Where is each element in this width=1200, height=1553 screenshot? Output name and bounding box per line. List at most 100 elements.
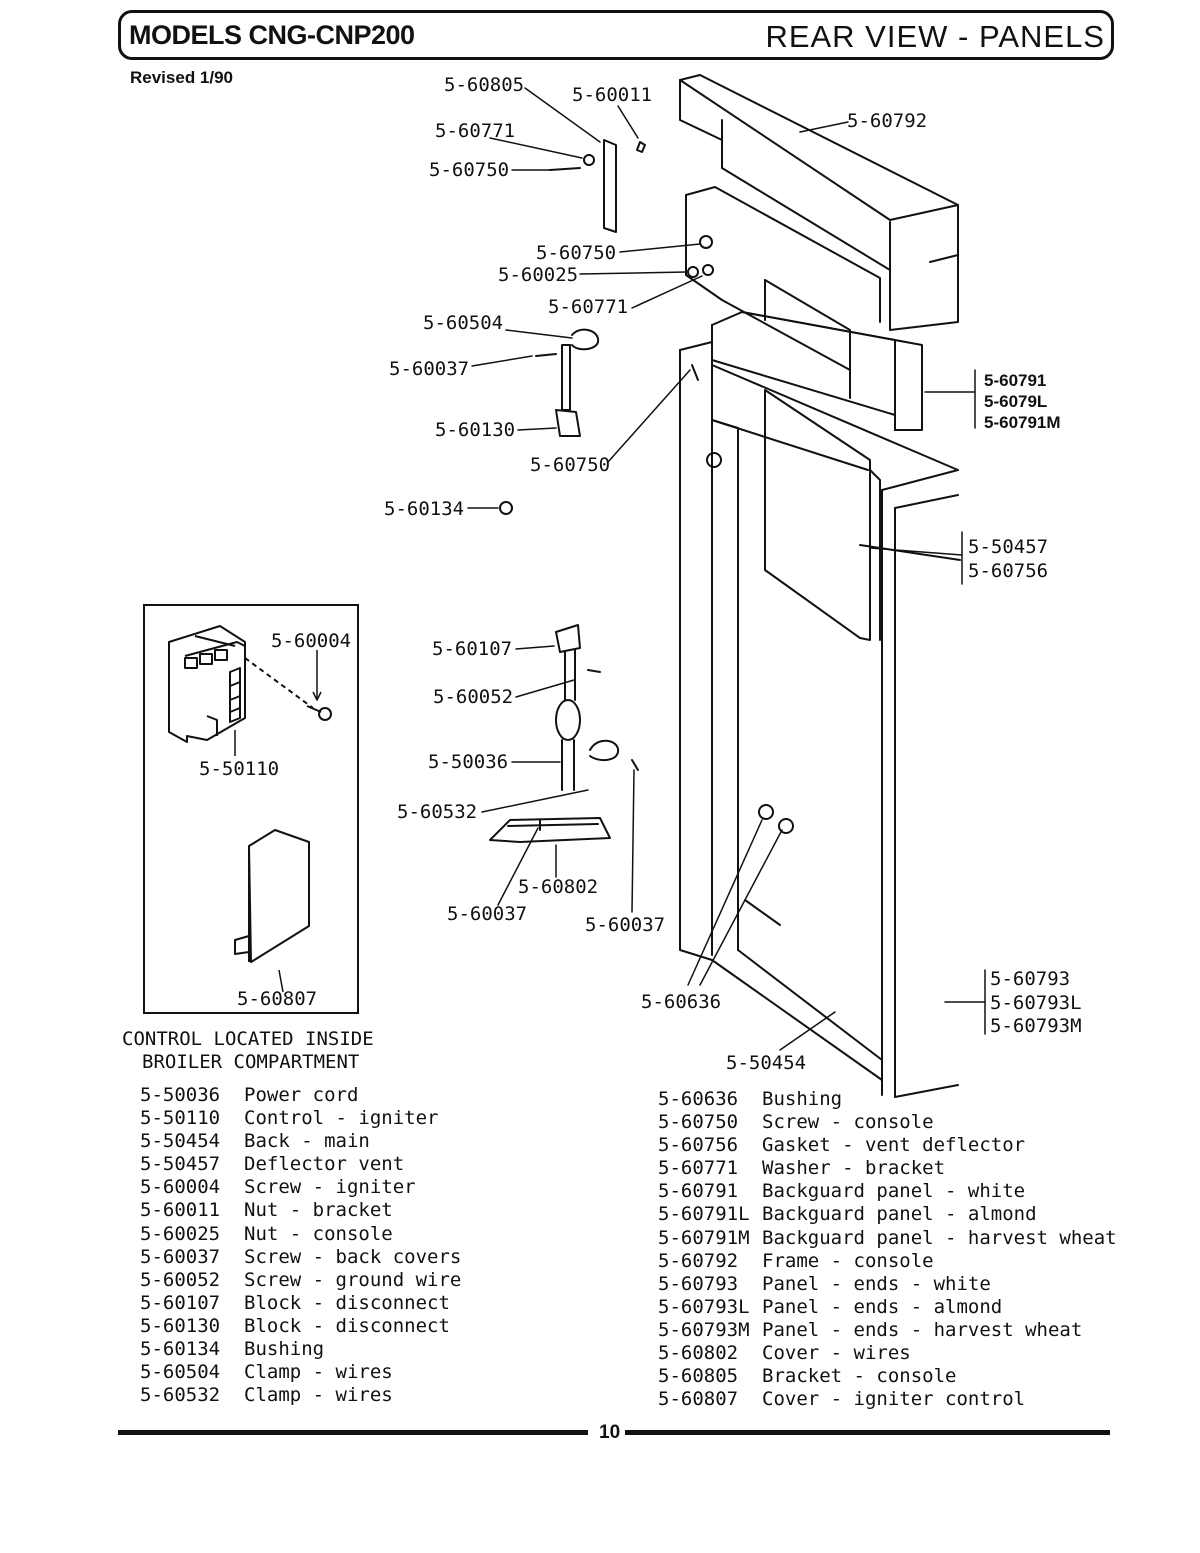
callout-5-60025: 5-60025 bbox=[498, 264, 579, 286]
part-number: 5-50036 bbox=[140, 1084, 221, 1106]
bushing-parts bbox=[758, 804, 794, 834]
callout-5-60532: 5-60532 bbox=[397, 801, 478, 823]
part-number: 5-60636 bbox=[658, 1088, 739, 1110]
part-number: 5-50110 bbox=[140, 1107, 221, 1130]
part-number: 5-60004 bbox=[140, 1176, 221, 1199]
parts-row: 5-60792 Frame - console bbox=[658, 1250, 1117, 1273]
part-number: 5-50457 bbox=[140, 1153, 221, 1176]
callout-5-60011: 5-60011 bbox=[572, 84, 653, 106]
block-disconnect-part bbox=[499, 328, 600, 515]
part-description: Screw - igniter bbox=[244, 1176, 416, 1199]
callout-5-60807: 5-60807 bbox=[237, 988, 318, 1010]
part-number: 5-60134 bbox=[140, 1338, 221, 1361]
parts-row: 5-60791 Backguard panel - white bbox=[658, 1180, 1117, 1203]
part-description: Backguard panel - harvest wheat bbox=[762, 1226, 1117, 1249]
part-number: 5-60791L bbox=[658, 1203, 750, 1226]
control-location-note: CONTROL LOCATED INSIDE BROILER COMPARTME… bbox=[122, 1028, 374, 1074]
igniter-control-part bbox=[168, 625, 332, 756]
part-number: 5-60504 bbox=[140, 1361, 221, 1384]
parts-row: 5-60771 Washer - bracket bbox=[658, 1157, 1117, 1180]
part-description: Block - disconnect bbox=[244, 1314, 450, 1337]
part-number: 5-60793M bbox=[658, 1318, 750, 1341]
part-description: Nut - bracket bbox=[244, 1199, 393, 1222]
part-description: Back - main bbox=[244, 1130, 370, 1153]
callout-5-50036: 5-50036 bbox=[428, 751, 509, 773]
callout-5-60793m: 5-60793M bbox=[990, 1015, 1082, 1037]
callout-5-60037: 5-60037 bbox=[585, 914, 666, 936]
part-number: 5-50454 bbox=[140, 1130, 221, 1153]
part-number: 5-60791 bbox=[658, 1180, 739, 1203]
part-number: 5-60532 bbox=[140, 1384, 221, 1407]
callout-5-60750: 5-60750 bbox=[536, 242, 617, 264]
callout-5-60805: 5-60805 bbox=[444, 74, 525, 96]
parts-row: 5-60134 Bushing bbox=[140, 1338, 461, 1361]
part-description: Deflector vent bbox=[244, 1153, 405, 1176]
part-description: Bracket - console bbox=[762, 1365, 957, 1388]
callout-5-60771: 5-60771 bbox=[548, 296, 629, 318]
part-description: Clamp - wires bbox=[244, 1361, 393, 1384]
part-description: Control - igniter bbox=[244, 1107, 439, 1130]
view-title: REAR VIEW - PANELS bbox=[765, 19, 1105, 54]
power-cord-part bbox=[489, 624, 639, 843]
part-description: Cover - igniter control bbox=[762, 1388, 1026, 1411]
callout-5-60750: 5-60750 bbox=[429, 159, 510, 181]
main-back-part bbox=[679, 341, 959, 1098]
part-description: Panel - ends - white bbox=[762, 1272, 991, 1295]
part-description: Clamp - wires bbox=[244, 1384, 393, 1407]
part-number: 5-60793L bbox=[658, 1295, 750, 1318]
part-number: 5-60771 bbox=[658, 1157, 739, 1180]
callout-5-60802: 5-60802 bbox=[518, 876, 599, 898]
parts-row: 5-60532 Clamp - wires bbox=[140, 1384, 461, 1407]
part-number: 5-60805 bbox=[658, 1365, 739, 1388]
parts-row: 5-60504 Clamp - wires bbox=[140, 1361, 461, 1384]
leader-lines bbox=[467, 87, 986, 1051]
part-description: Bushing bbox=[244, 1338, 325, 1361]
parts-row: 5-60011 Nut - bracket bbox=[140, 1199, 461, 1222]
part-number: 5-60011 bbox=[140, 1199, 221, 1222]
callout-5-50454: 5-50454 bbox=[726, 1052, 807, 1074]
part-description: Gasket - vent deflector bbox=[762, 1134, 1026, 1157]
igniter-cover-part bbox=[234, 829, 310, 993]
parts-row: 5-60805 Bracket - console bbox=[658, 1365, 1117, 1388]
page-number: 10 bbox=[599, 1422, 621, 1443]
part-number: 5-60037 bbox=[140, 1245, 221, 1268]
parts-row: 5-50036 Power cord bbox=[140, 1084, 461, 1107]
callout-5-60771: 5-60771 bbox=[435, 120, 516, 142]
callout-5-50110: 5-50110 bbox=[199, 758, 280, 780]
part-number: 5-60025 bbox=[140, 1222, 221, 1245]
part-number: 5-60791M bbox=[658, 1226, 750, 1249]
part-description: Backguard panel - white bbox=[762, 1180, 1026, 1203]
part-description: Cover - wires bbox=[762, 1342, 911, 1365]
part-description: Power cord bbox=[244, 1084, 359, 1106]
part-number: 5-60756 bbox=[658, 1134, 739, 1157]
part-description: Screw - ground wire bbox=[244, 1268, 462, 1291]
parts-row: 5-60791M Backguard panel - harvest wheat bbox=[658, 1227, 1117, 1250]
callout-5-60793l: 5-60793L bbox=[990, 992, 1082, 1014]
part-number: 5-60750 bbox=[658, 1111, 739, 1134]
part-description: Washer - bracket bbox=[762, 1157, 946, 1180]
callout-5-60791m: 5-60791M bbox=[984, 413, 1061, 432]
revised-date: Revised 1/90 bbox=[130, 68, 234, 87]
part-number: 5-60792 bbox=[658, 1249, 739, 1272]
callout-5-60130: 5-60130 bbox=[435, 419, 516, 441]
note-line-1: CONTROL LOCATED INSIDE bbox=[122, 1028, 374, 1050]
callout-5-60107: 5-60107 bbox=[432, 638, 513, 660]
part-description: Frame - console bbox=[762, 1249, 934, 1272]
igniter-control-inset: 5-60004 5-50110 5-60807 bbox=[143, 604, 359, 1014]
callout-5-60636: 5-60636 bbox=[641, 991, 722, 1013]
callout-5-60037: 5-60037 bbox=[389, 358, 470, 380]
parts-row: 5-50110 Control - igniter bbox=[140, 1107, 461, 1130]
frame-console-part bbox=[679, 74, 959, 331]
models-title: MODELS CNG-CNP200 bbox=[129, 20, 415, 50]
callout-5-60037: 5-60037 bbox=[447, 903, 528, 925]
callout-5-50457: 5-50457 bbox=[968, 536, 1049, 558]
callout-5-60792: 5-60792 bbox=[847, 110, 928, 132]
